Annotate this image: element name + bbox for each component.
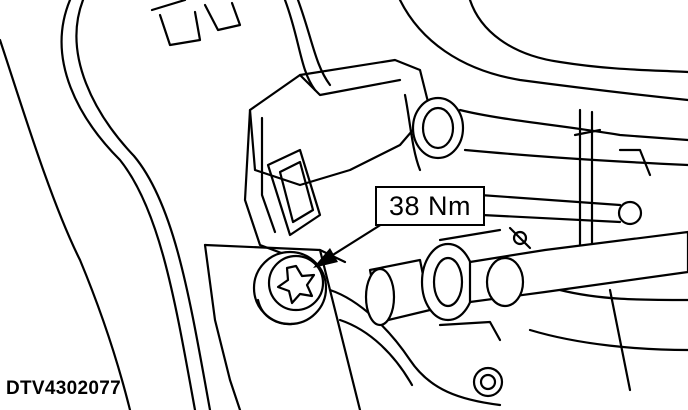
- linkage-rod: [364, 228, 688, 342]
- pivot-boss: [403, 93, 688, 172]
- lower-bracket: [203, 243, 504, 410]
- right-structure: [478, 108, 688, 392]
- upper-bracket: [150, 0, 688, 102]
- arrow-icon: [313, 222, 384, 268]
- housing-outline: [0, 0, 212, 410]
- mounting-plate: [243, 58, 432, 262]
- torque-value: 38 Nm: [388, 190, 472, 221]
- torque-callout: 38 Nm: [375, 186, 485, 226]
- torx-bolt-icon: [252, 250, 328, 326]
- figure-reference-code: DTV4302077: [6, 378, 121, 399]
